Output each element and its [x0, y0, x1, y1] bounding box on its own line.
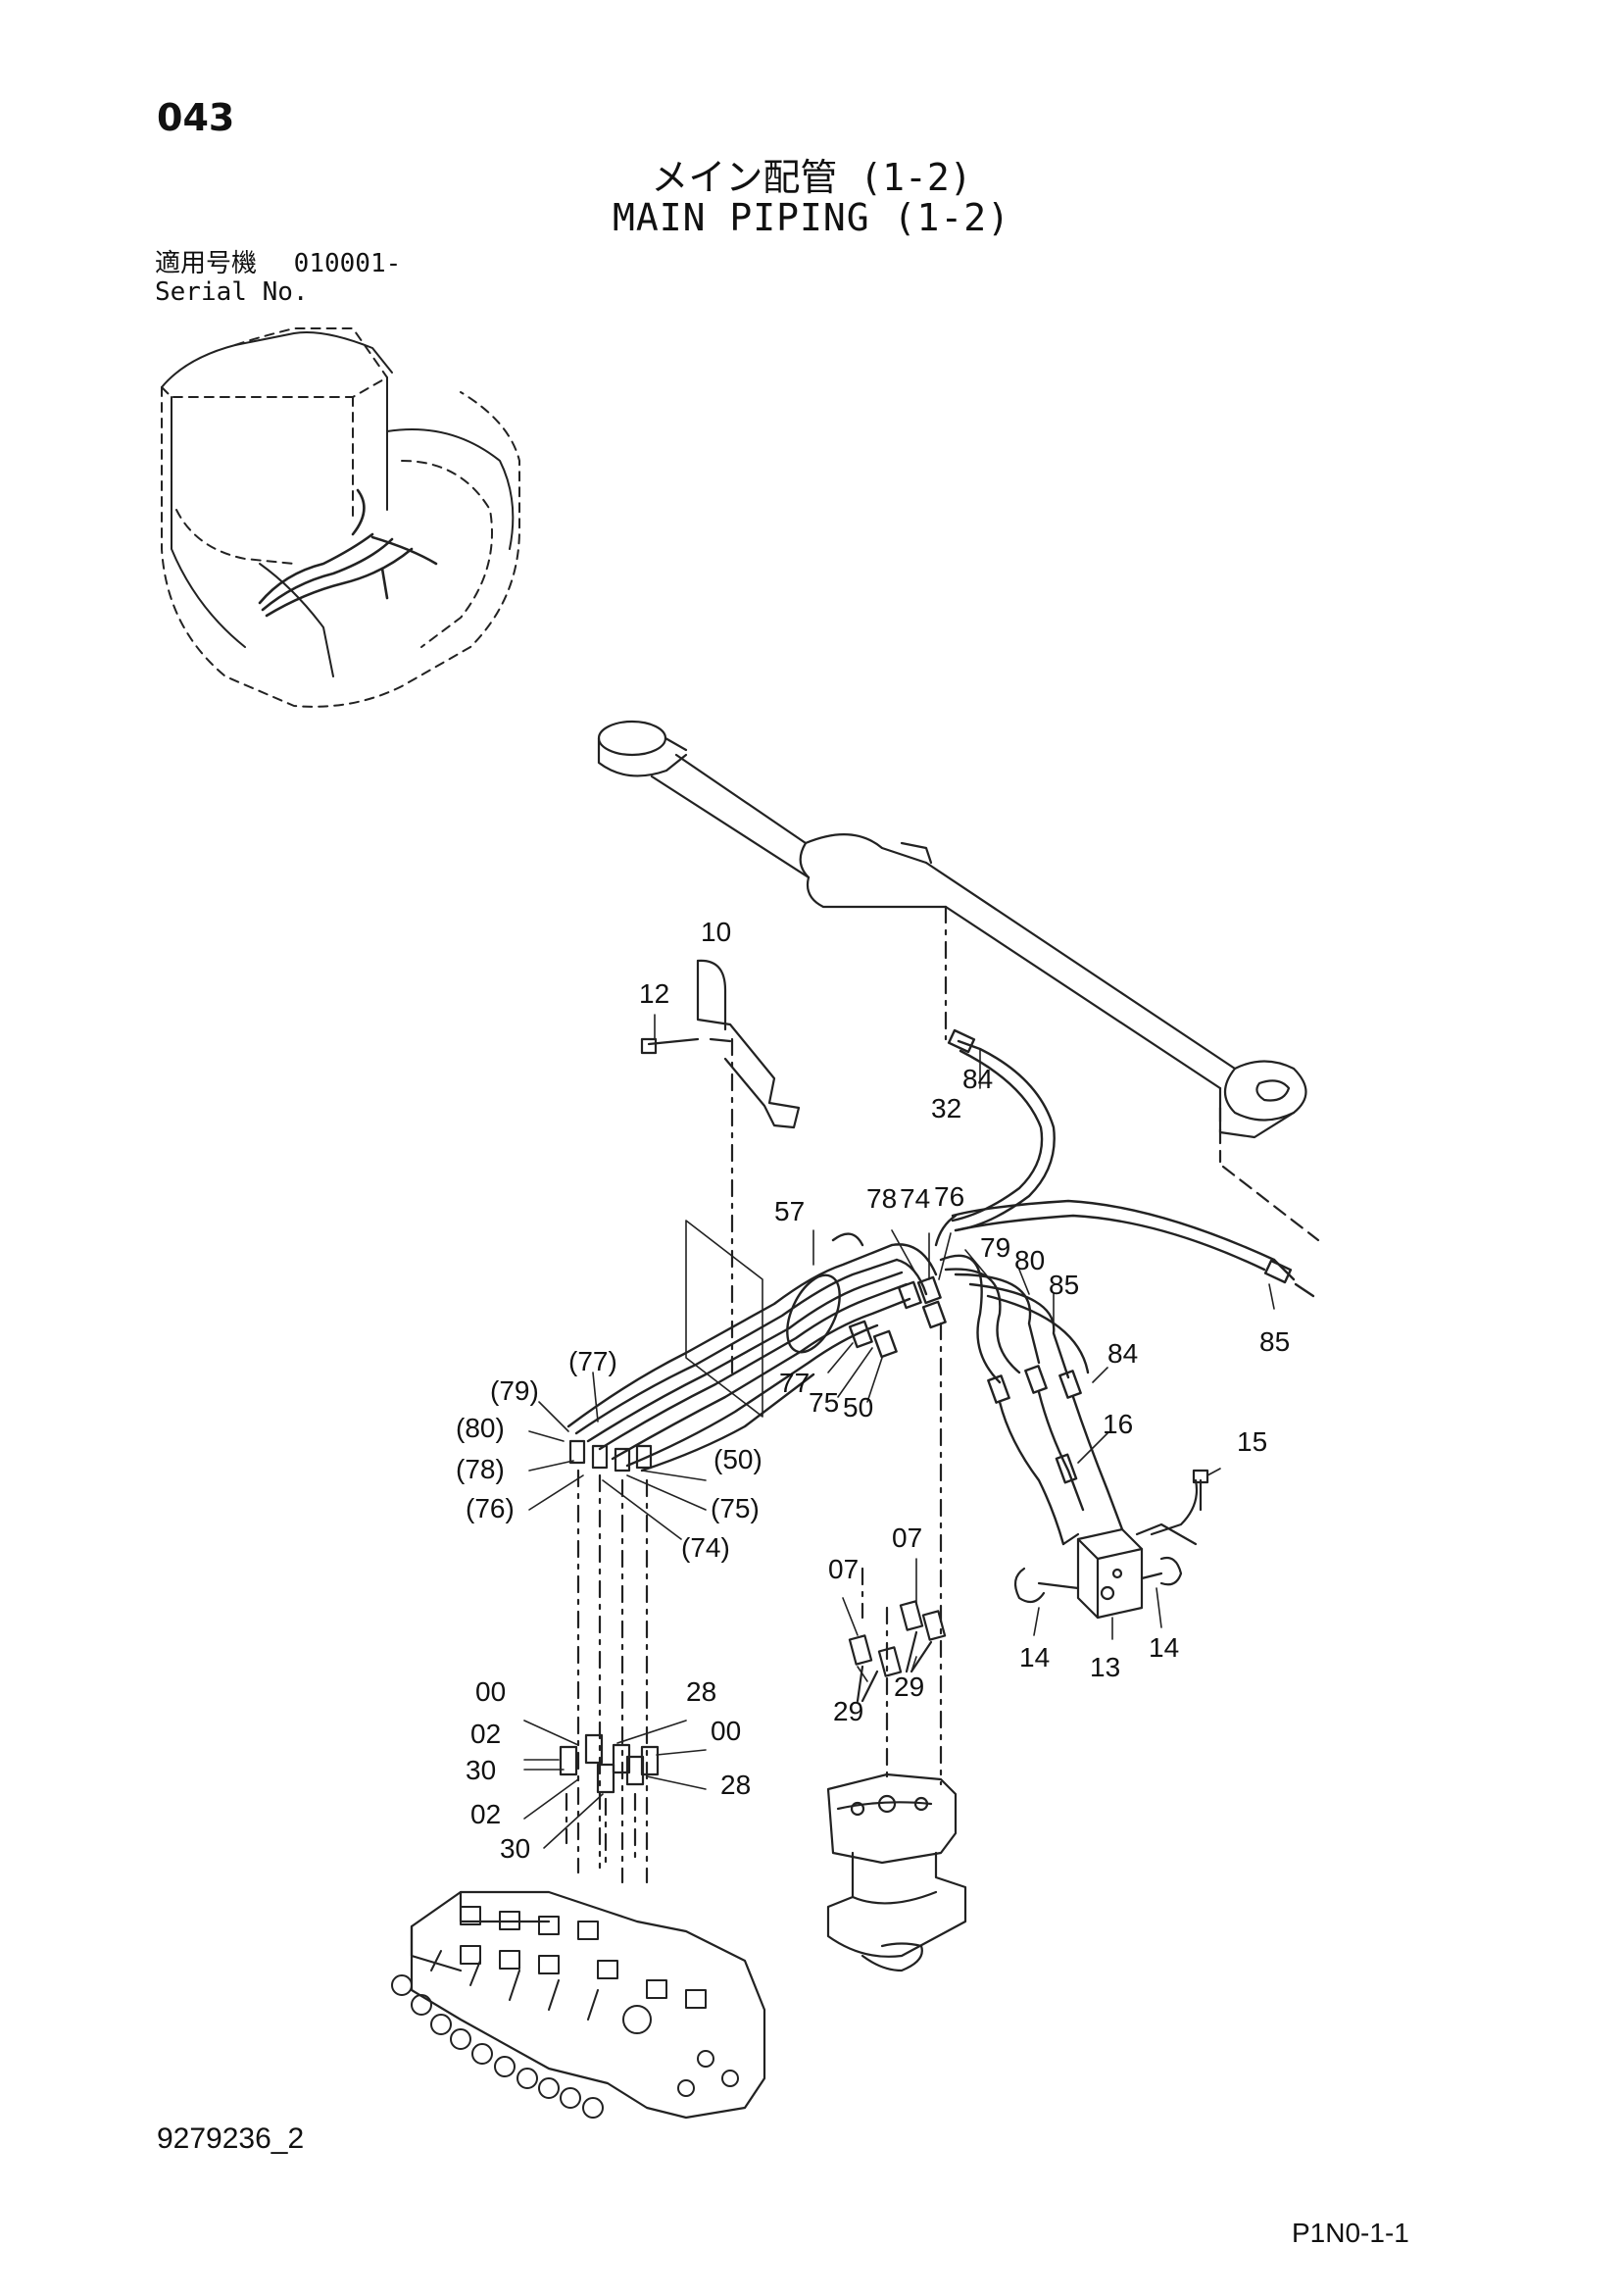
callout-30-bottom: 30	[500, 1833, 530, 1864]
callout-14-left: 14	[1019, 1642, 1050, 1672]
callout-78: 78	[866, 1183, 897, 1214]
callout-84-lower: 84	[1107, 1338, 1138, 1369]
callout-13: 13	[1090, 1652, 1120, 1682]
title-english: MAIN PIPING (1-2)	[613, 196, 1010, 239]
callout-75-paren: (75)	[711, 1493, 760, 1523]
control-valve	[391, 1890, 766, 2120]
callout-10: 10	[701, 917, 731, 947]
callout-07-left: 07	[828, 1554, 859, 1584]
swing-motor	[826, 1322, 967, 1972]
callout-74-paren: (74)	[681, 1532, 730, 1563]
callout-85-right: 85	[1259, 1326, 1290, 1357]
callout-07-right: 07	[892, 1522, 922, 1553]
callout-50: 50	[843, 1392, 873, 1423]
callout-79: 79	[980, 1232, 1010, 1263]
callout-79-paren: (79)	[490, 1375, 539, 1406]
callout-80: 80	[1014, 1245, 1045, 1275]
leader-lines	[523, 1014, 1275, 1849]
title-japanese: メイン配管 (1-2)	[651, 156, 972, 199]
callout-16: 16	[1103, 1409, 1133, 1439]
cylinder	[597, 720, 1320, 1242]
callout-76: 76	[934, 1181, 964, 1212]
serial-label-en: Serial No.	[155, 277, 309, 307]
callout-78-paren: (78)	[456, 1454, 505, 1484]
callout-15: 15	[1237, 1426, 1267, 1457]
callout-00-left: 00	[475, 1676, 506, 1707]
hose-bundle	[566, 1232, 947, 1472]
callout-77: 77	[779, 1368, 810, 1398]
callout-85: 85	[1049, 1270, 1079, 1300]
callout-74: 74	[900, 1183, 930, 1214]
cylinder-hoses	[934, 1028, 1315, 1546]
page-number: 043	[157, 96, 235, 139]
callout-12: 12	[639, 978, 669, 1009]
callout-57: 57	[774, 1196, 805, 1226]
callout-28-top: 28	[686, 1676, 716, 1707]
machine-inset	[161, 327, 520, 708]
valve-block-13	[1013, 1469, 1209, 1620]
serial-line: 適用号機 010001-	[155, 250, 401, 277]
callout-77-paren: (77)	[568, 1346, 617, 1376]
callout-29-left: 29	[833, 1696, 863, 1726]
callout-84: 84	[962, 1064, 993, 1094]
serial-value: 010001-	[293, 249, 402, 278]
callout-32: 32	[931, 1093, 961, 1123]
callout-76-paren: (76)	[466, 1493, 515, 1523]
callout-50-paren: (50)	[713, 1444, 762, 1474]
left-fittings	[568, 1439, 653, 1884]
callout-30-top: 30	[466, 1755, 496, 1785]
callout-29-right: 29	[894, 1672, 924, 1702]
callout-00-right: 00	[711, 1716, 741, 1746]
bracket-10	[640, 959, 801, 1374]
drawing-number: 9279236_2	[157, 2122, 305, 2155]
callout-14-right: 14	[1149, 1632, 1179, 1663]
sheet-code: P1N0-1-1	[1292, 2218, 1409, 2248]
callout-80-paren: (80)	[456, 1413, 505, 1443]
callout-02-top: 02	[470, 1719, 501, 1749]
adapter-cluster	[559, 1733, 660, 1865]
serial-label-jp: 適用号機	[155, 249, 258, 278]
callout-75: 75	[809, 1387, 839, 1418]
callout-28-bottom: 28	[720, 1770, 751, 1800]
callout-02-bottom: 02	[470, 1799, 501, 1829]
